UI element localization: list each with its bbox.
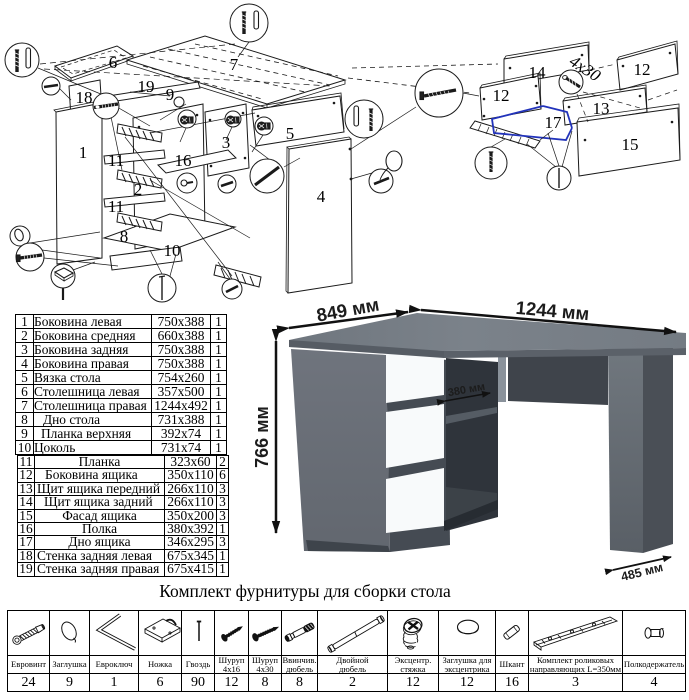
svg-text:18: 18	[76, 88, 93, 107]
svg-text:11: 11	[108, 197, 124, 216]
svg-text:13: 13	[593, 99, 610, 118]
svg-text:4: 4	[317, 187, 326, 206]
svg-text:10: 10	[164, 241, 181, 260]
svg-text:6: 6	[109, 53, 118, 72]
svg-text:15: 15	[622, 135, 639, 154]
svg-text:8: 8	[120, 227, 129, 246]
svg-text:1: 1	[79, 143, 88, 162]
svg-text:3: 3	[222, 133, 231, 152]
svg-text:12: 12	[493, 86, 510, 105]
svg-text:9: 9	[166, 85, 175, 104]
svg-text:16: 16	[175, 151, 192, 170]
svg-text:19: 19	[138, 77, 155, 96]
svg-text:766 мм: 766 мм	[252, 406, 272, 468]
svg-text:7: 7	[230, 55, 239, 74]
svg-text:2: 2	[134, 180, 143, 199]
svg-text:17: 17	[545, 113, 563, 132]
svg-text:14: 14	[529, 63, 547, 82]
svg-text:12: 12	[634, 60, 651, 79]
svg-text:5: 5	[286, 124, 295, 143]
svg-text:11: 11	[108, 151, 124, 170]
